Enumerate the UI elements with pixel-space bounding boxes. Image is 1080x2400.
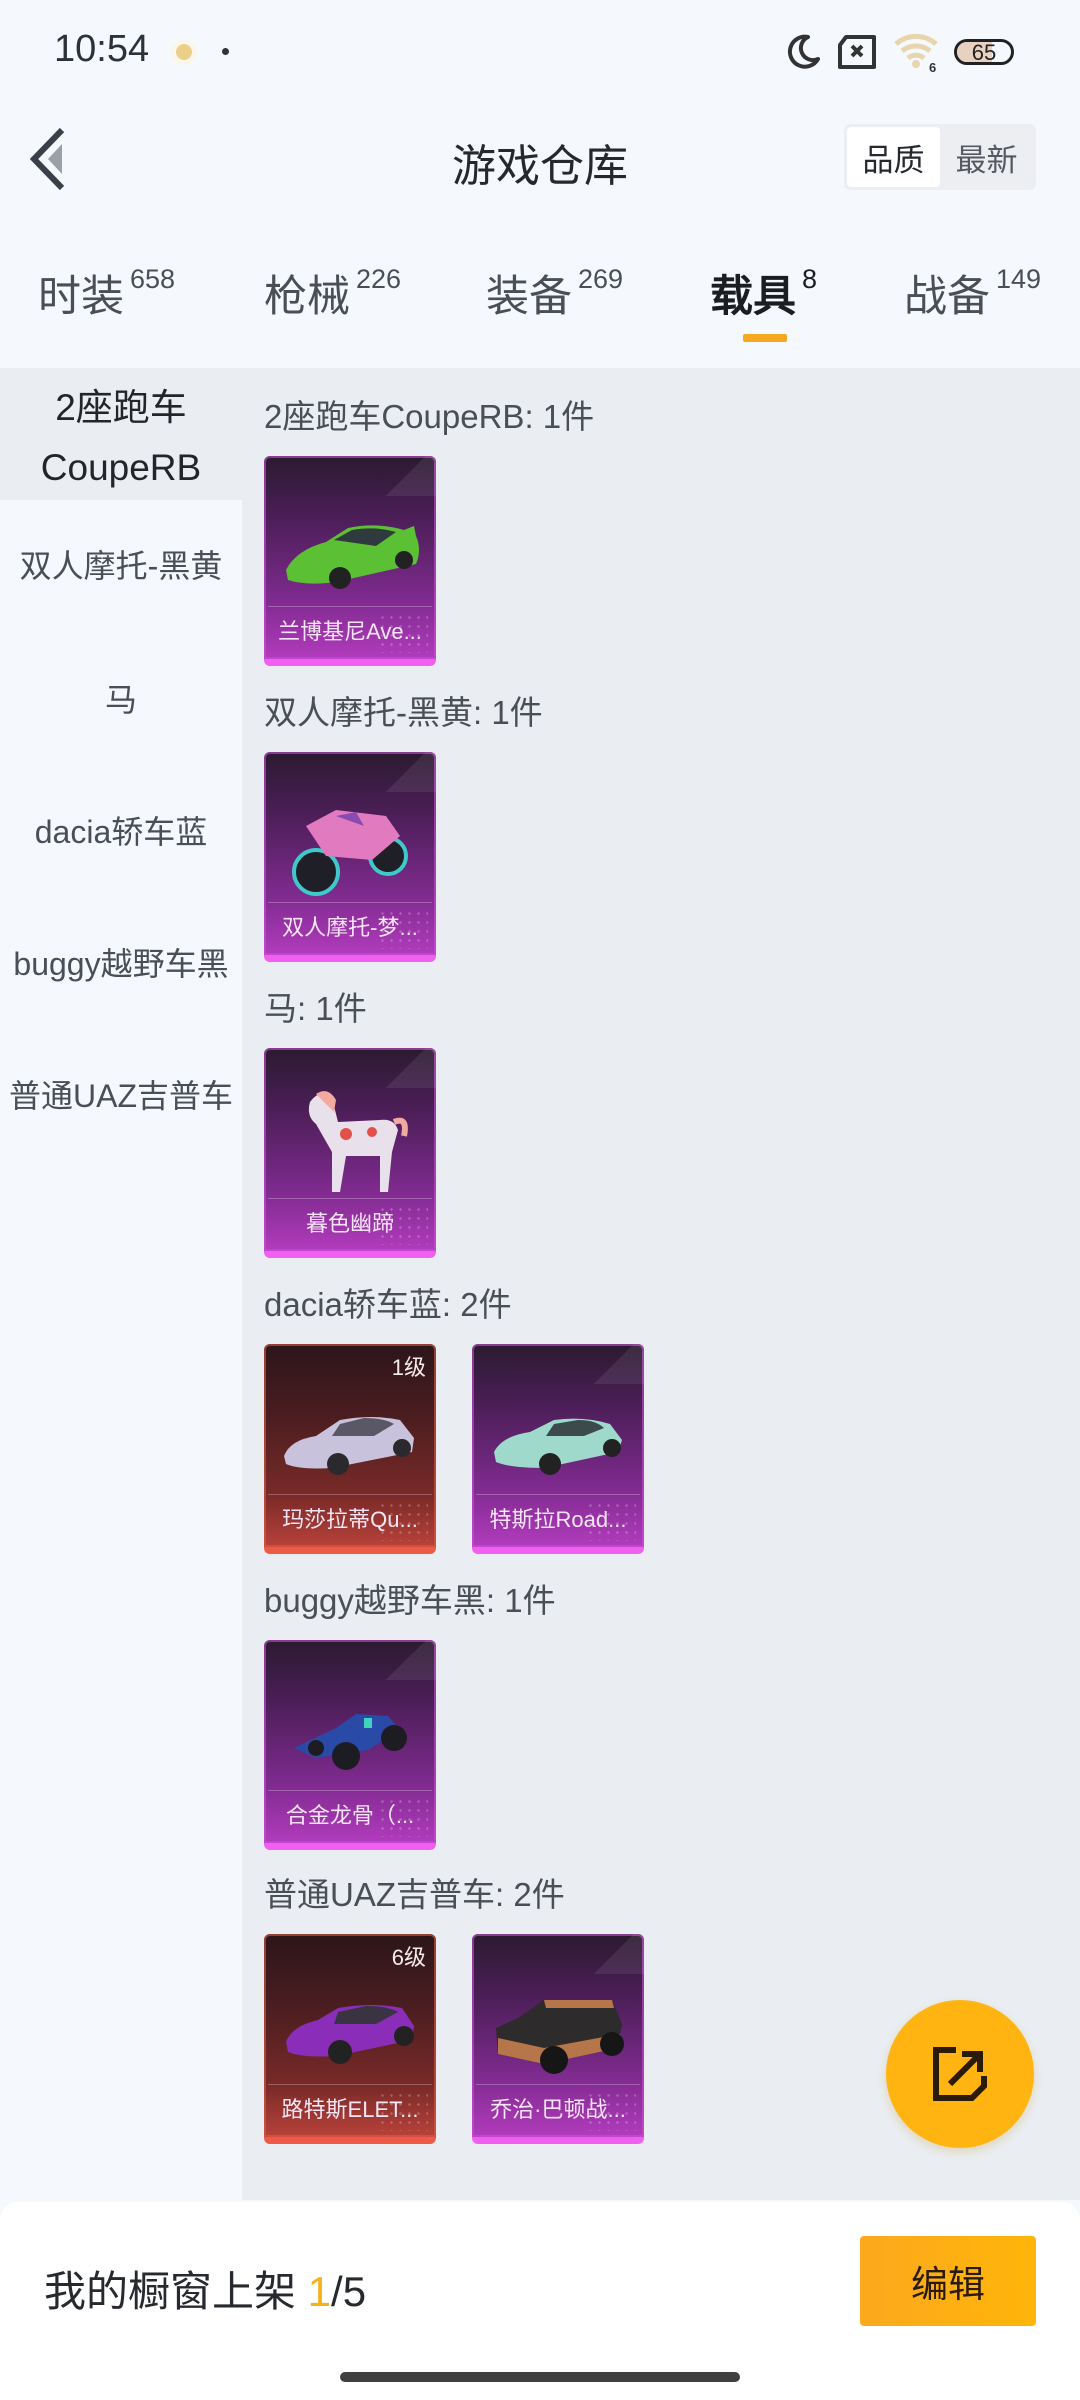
sort-by-newest[interactable]: 最新	[955, 142, 1018, 178]
tab-label: 装备	[486, 273, 572, 321]
tab-count: 658	[130, 264, 176, 294]
item-level-badge: 6级	[391, 1945, 426, 1970]
sidebar-item-dacia[interactable]: dacia轿车蓝	[34, 814, 208, 850]
item-card[interactable]: 合金龙骨（...	[264, 1640, 436, 1850]
tab-label: 战备	[904, 273, 990, 321]
pearl-sedan-image	[284, 1417, 414, 1475]
blue-buggy-image	[294, 1714, 407, 1770]
back-button[interactable]	[26, 126, 76, 192]
sidebar-item-horse[interactable]: 马	[104, 682, 137, 718]
tab-label: 载具	[710, 273, 796, 321]
tab-count: 269	[578, 264, 624, 294]
item-name: 乔治·巴顿战...	[490, 2097, 626, 2122]
tab-label: 枪械	[264, 273, 350, 321]
group-title: 普通UAZ吉普车: 2件	[264, 1876, 565, 1913]
sidebar-item-uaz[interactable]: 普通UAZ吉普车	[8, 1078, 233, 1114]
item-level-badge: 1级	[391, 1355, 426, 1380]
white-horse-image	[308, 1091, 408, 1192]
sun-icon	[176, 44, 192, 60]
mint-roadster-image	[494, 1418, 622, 1475]
group-title: buggy越野车黑: 1件	[264, 1582, 556, 1619]
edit-button[interactable]: 编辑	[860, 2236, 1036, 2326]
sort-by-quality[interactable]: 品质	[847, 127, 940, 187]
battery-level: 65	[971, 40, 997, 65]
sidebar-item-buggy[interactable]: buggy越野车黑	[13, 946, 229, 982]
share-external-icon	[933, 2047, 987, 2101]
showcase-status: 我的橱窗上架 1/5	[44, 2258, 366, 2319]
item-card[interactable]: 兰博基尼Ave...	[264, 456, 436, 666]
category-tabs: 时装 658 枪械 226 装备 269 载具 8 战备 149	[0, 250, 1080, 346]
chevron-left-icon	[29, 127, 65, 191]
status-bar: 10:54 6 65	[0, 0, 1080, 104]
sidebar-item-coupe[interactable]: 2座跑车 CoupeRB	[0, 368, 242, 500]
group-title: 马: 1件	[264, 990, 367, 1027]
item-card[interactable]: 6级 路特斯ELET...	[264, 1934, 436, 2144]
active-tab-indicator	[743, 334, 787, 342]
sim-off-icon	[838, 35, 876, 69]
pink-motorcycle-image	[292, 810, 408, 896]
purple-suv-image	[286, 2005, 414, 2064]
content-area: 2座跑车 CoupeRB 双人摩托-黑黄 马 dacia轿车蓝 buggy越野车…	[0, 368, 1080, 2200]
item-name: 路特斯ELET...	[281, 2097, 419, 2122]
item-name: 双人摩托-梦...	[282, 915, 418, 940]
tab-label: 时装	[38, 273, 124, 321]
battery-icon: 65	[954, 39, 1014, 65]
item-name: 兰博基尼Ave...	[278, 619, 422, 644]
sidebar: 2座跑车 CoupeRB 双人摩托-黑黄 马 dacia轿车蓝 buggy越野车…	[0, 368, 242, 2200]
tab-guns[interactable]: 枪械 226	[264, 262, 401, 324]
item-card[interactable]: 暮色幽蹄	[264, 1048, 436, 1258]
tab-fashion[interactable]: 时装 658	[38, 262, 175, 324]
moon-icon	[787, 34, 820, 69]
group-title: 2座跑车CoupeRB: 1件	[264, 398, 595, 435]
sidebar-item-motorcycle[interactable]: 双人摩托-黑黄	[19, 548, 223, 584]
showcase-total: /5	[331, 2268, 367, 2315]
status-icons: 6 65	[784, 32, 1014, 72]
sidebar-item-label: 2座跑车	[55, 387, 187, 428]
item-card[interactable]: 乔治·巴顿战...	[472, 1934, 644, 2144]
item-card[interactable]: 双人摩托-梦...	[264, 752, 436, 962]
sidebar-item-label: CoupeRB	[40, 447, 202, 488]
armored-jeep-image	[496, 2000, 624, 2074]
showcase-label: 我的橱窗上架	[44, 2268, 308, 2315]
item-name: 合金龙骨（...	[285, 1803, 415, 1828]
home-indicator[interactable]	[340, 2372, 740, 2382]
tab-equipment[interactable]: 装备 269	[486, 262, 623, 324]
share-button[interactable]	[886, 2000, 1034, 2148]
svg-text:6: 6	[929, 60, 936, 72]
header: 游戏仓库 品质 最新	[0, 104, 1080, 214]
sort-toggle: 品质 最新	[844, 124, 1036, 190]
group-title: 双人摩托-黑黄: 1件	[264, 694, 543, 731]
notification-dot-icon	[222, 48, 229, 55]
tab-count: 149	[996, 264, 1042, 294]
tab-count: 226	[356, 264, 402, 294]
status-time: 10:54	[54, 28, 150, 70]
item-name: 暮色幽蹄	[305, 1211, 394, 1236]
tab-count: 8	[802, 264, 818, 294]
item-name: 特斯拉Road...	[489, 1507, 627, 1532]
green-sports-car-image	[286, 525, 419, 589]
tab-combat-gear[interactable]: 战备 149	[904, 262, 1041, 324]
item-card[interactable]: 1级 玛莎拉蒂Qu...	[264, 1344, 436, 1554]
wifi-icon: 6	[894, 33, 938, 72]
bottom-bar: 我的橱窗上架 1/5 编辑	[0, 2202, 1080, 2400]
group-title: dacia轿车蓝: 2件	[264, 1286, 512, 1323]
item-card[interactable]: 特斯拉Road...	[472, 1344, 644, 1554]
tab-vehicles[interactable]: 载具 8	[710, 262, 817, 324]
showcase-current: 1	[307, 2268, 332, 2315]
item-name: 玛莎拉蒂Qu...	[282, 1507, 418, 1532]
